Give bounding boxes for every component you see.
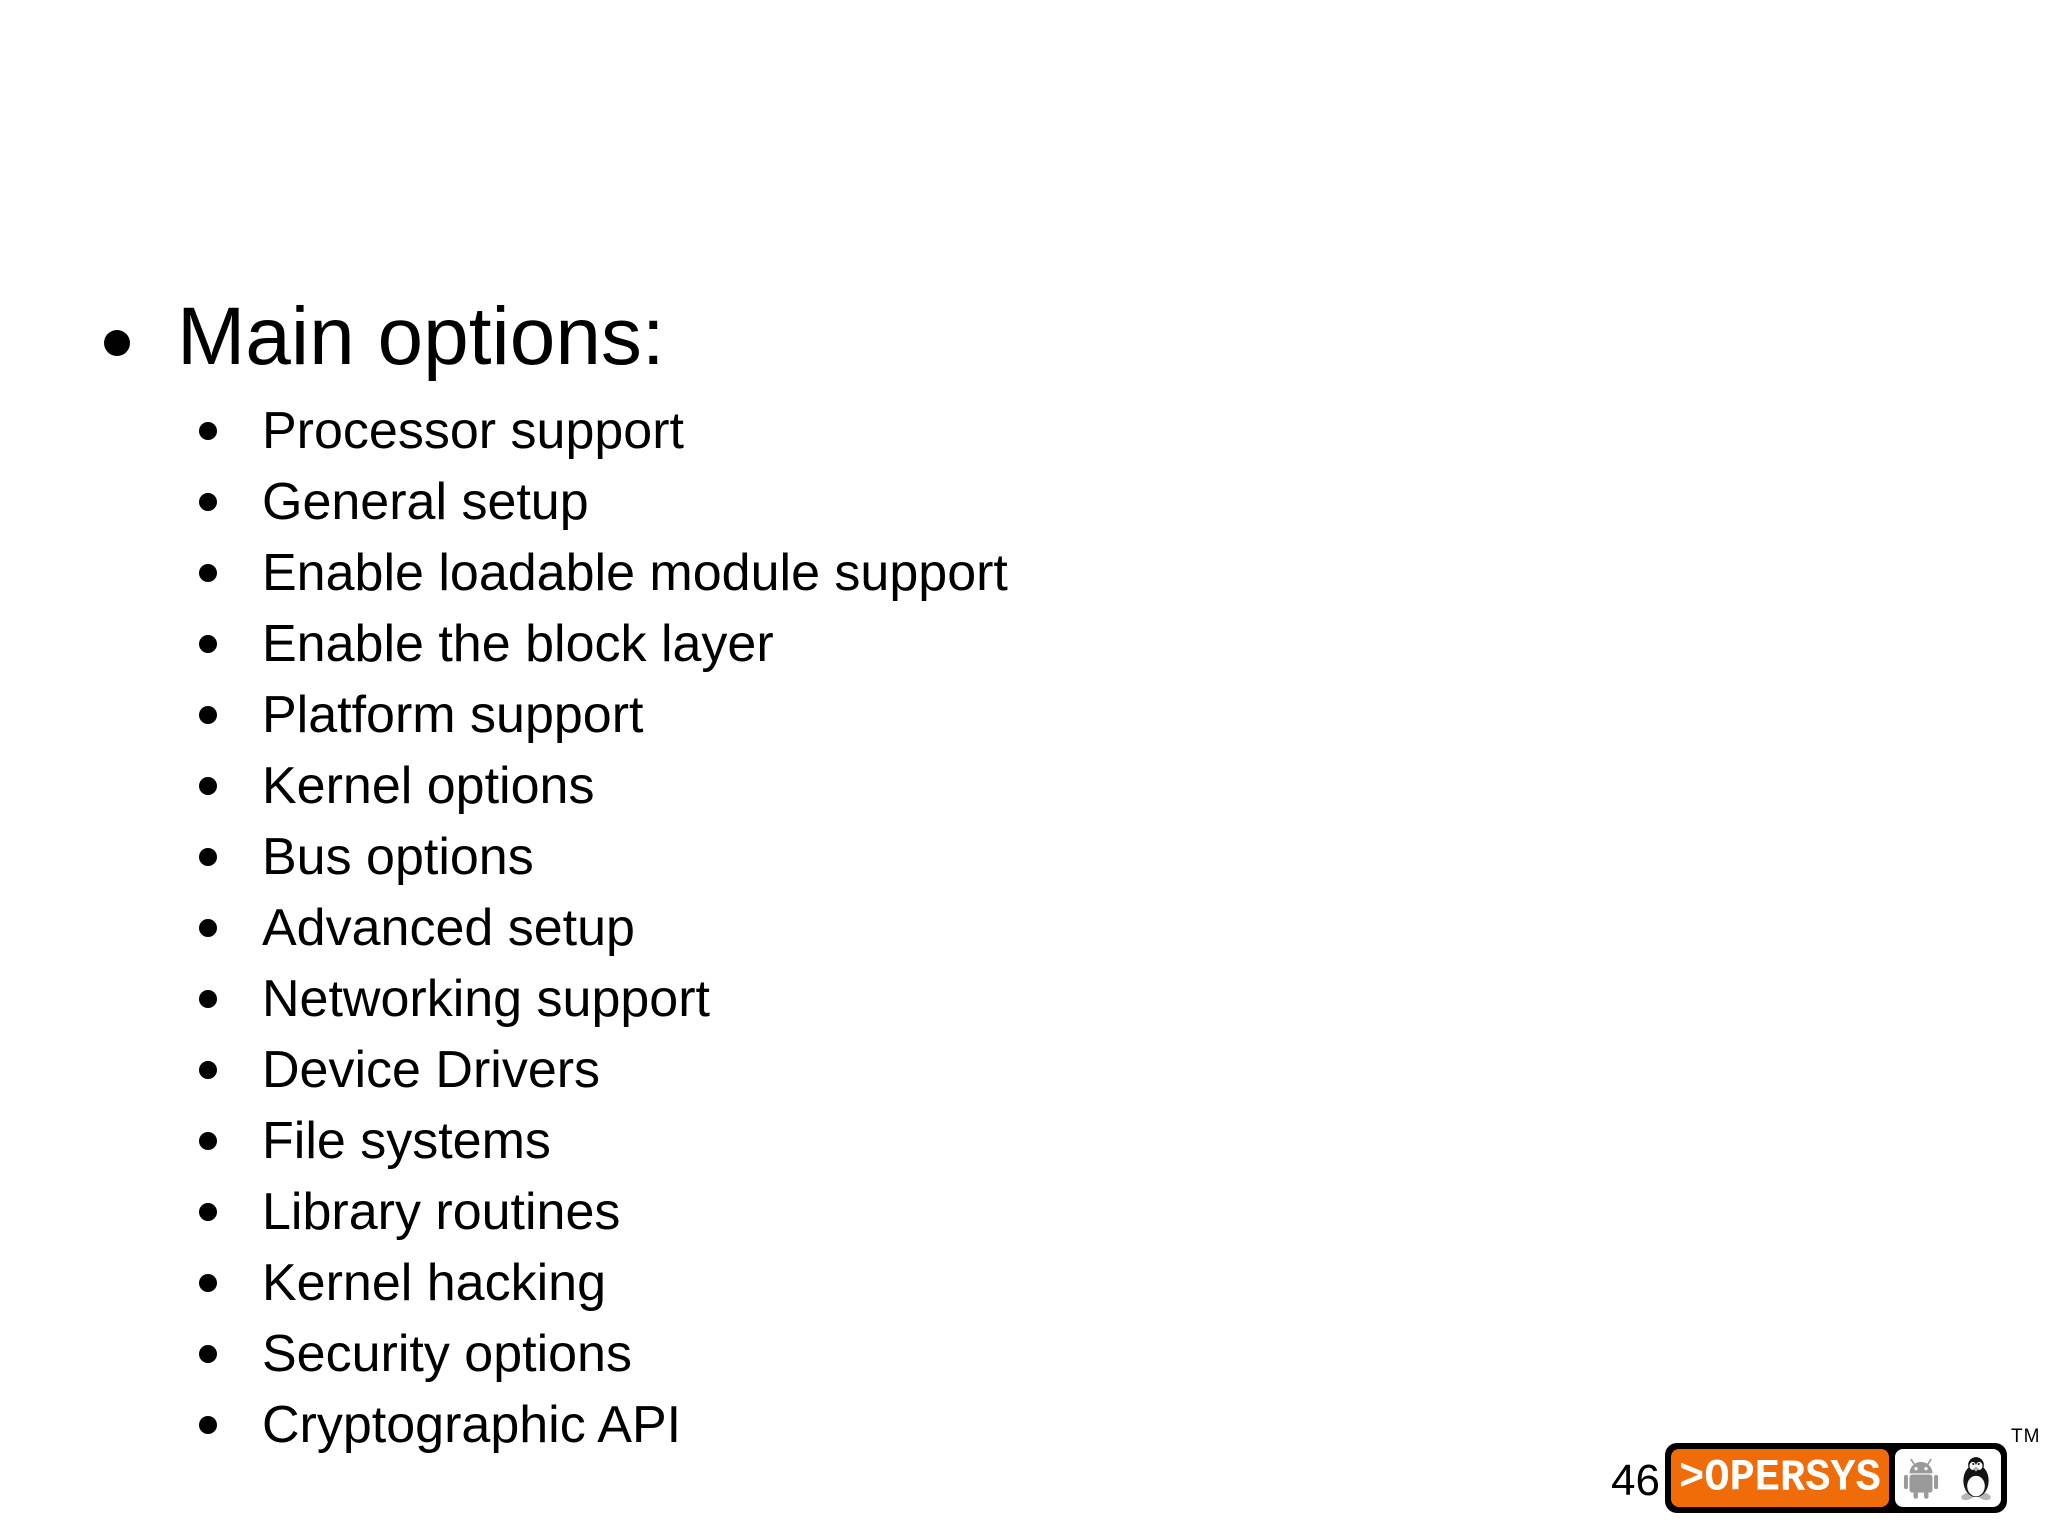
list-item: Platform support xyxy=(0,680,2048,751)
list-item: Advanced setup xyxy=(0,893,2048,964)
list-item: Enable the block layer xyxy=(0,609,2048,680)
bullet-icon xyxy=(199,706,217,724)
list-item: Kernel options xyxy=(0,751,2048,822)
list-item-label: Security options xyxy=(262,1325,632,1383)
list-item-label: File systems xyxy=(262,1112,551,1170)
list-item: Security options xyxy=(0,1319,2048,1390)
opersys-wordmark-panel: >OPERSYS xyxy=(1671,1449,1889,1507)
list-item-label: Networking support xyxy=(262,970,710,1028)
list-item: Networking support xyxy=(0,964,2048,1035)
list-item-label: Processor support xyxy=(262,402,684,460)
page-number: 46 xyxy=(1611,1456,1660,1505)
bullet-icon xyxy=(199,777,217,795)
list-item: Device Drivers xyxy=(0,1035,2048,1106)
bullet-icon xyxy=(199,1345,217,1363)
bullet-icon xyxy=(199,635,217,653)
list-item-label: Enable loadable module support xyxy=(262,544,1008,602)
list-item: Library routines xyxy=(0,1177,2048,1248)
list-item-label: Platform support xyxy=(262,686,644,744)
page-title: Main options: xyxy=(177,291,665,382)
bullet-icon xyxy=(199,1416,217,1434)
list-item: Processor support xyxy=(0,396,2048,467)
logo-icons-panel xyxy=(1895,1449,2001,1507)
bullet-icon xyxy=(199,1132,217,1150)
opersys-brand-text: >OPERSYS xyxy=(1679,1452,1881,1504)
bullet-icon xyxy=(199,564,217,582)
trademark-label: TM xyxy=(2011,1426,2041,1447)
list-item: Bus options xyxy=(0,822,2048,893)
list-item-label: Device Drivers xyxy=(262,1041,601,1099)
bullet-icon xyxy=(199,493,217,511)
list-item: General setup xyxy=(0,467,2048,538)
bullet-icon xyxy=(199,1061,217,1079)
list-item-label: Library routines xyxy=(262,1183,621,1241)
list-item-label: Kernel options xyxy=(262,757,595,815)
bullet-icon xyxy=(199,1274,217,1292)
list-item-label: General setup xyxy=(262,473,589,531)
list-item-label: Advanced setup xyxy=(262,899,635,957)
list-item-label: Kernel hacking xyxy=(262,1254,606,1312)
linux-tux-icon xyxy=(1960,1457,1991,1501)
bullet-icon xyxy=(199,1203,217,1221)
list-item: Kernel hacking xyxy=(0,1248,2048,1319)
title-bullet-icon xyxy=(104,330,130,356)
opersys-logo: >OPERSYS xyxy=(1665,1443,2007,1513)
list-item-label: Enable the block layer xyxy=(262,615,774,673)
list-item: Cryptographic API xyxy=(0,1390,2048,1461)
list-item: Enable loadable module support xyxy=(0,538,2048,609)
bullet-icon xyxy=(199,848,217,866)
bullet-icon xyxy=(199,422,217,440)
bullet-icon xyxy=(199,990,217,1008)
list-item-label: Bus options xyxy=(262,828,534,886)
android-robot-icon xyxy=(1903,1458,1938,1499)
bullet-icon xyxy=(199,919,217,937)
list-item: File systems xyxy=(0,1106,2048,1177)
list-item-label: Cryptographic API xyxy=(262,1396,682,1454)
